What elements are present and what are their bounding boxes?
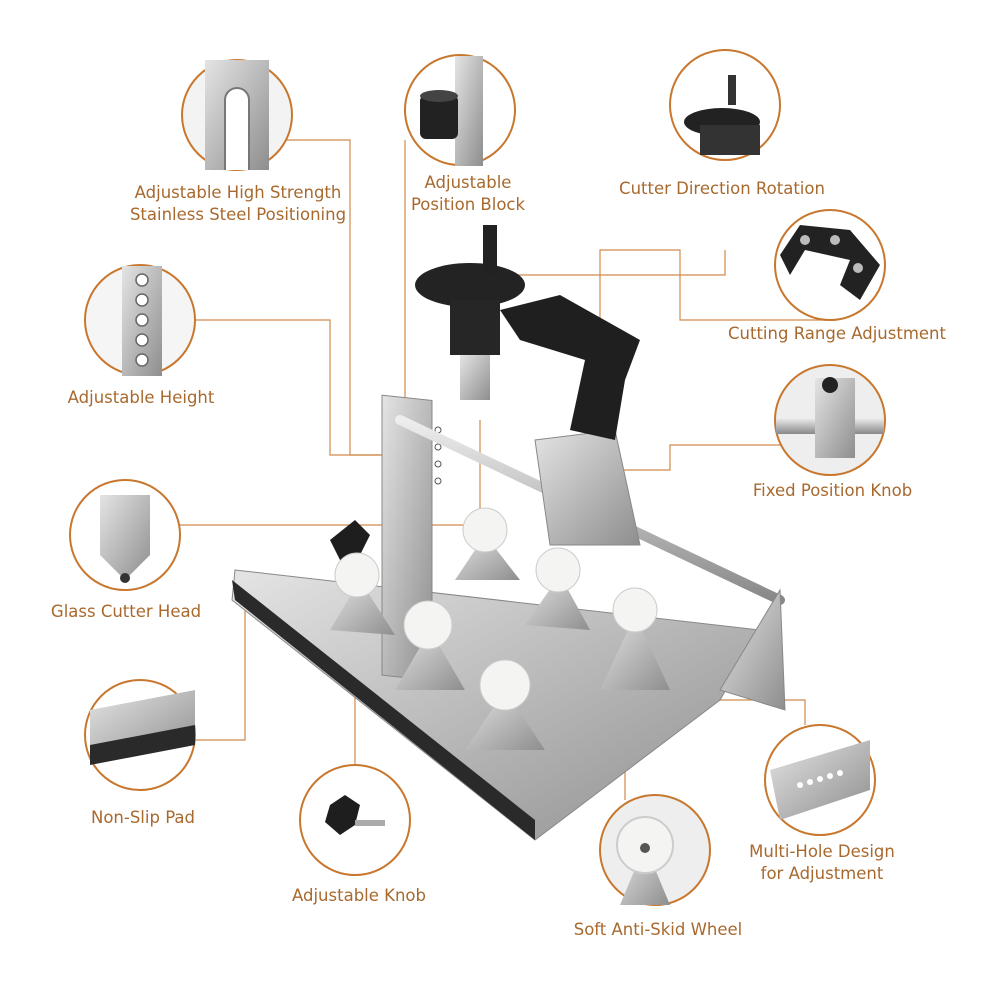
label-cutting-range: Cutting Range Adjustment [722, 323, 952, 345]
label-line: Soft Anti-Skid Wheel [573, 920, 743, 939]
label-fixed-knob: Fixed Position Knob [745, 480, 920, 502]
label-line: Adjustable High Strength [134, 183, 342, 202]
detail-position-block [404, 54, 516, 166]
label-line: Position Block [410, 195, 526, 214]
cutter-arm [500, 295, 640, 440]
detail-adjustable-height [84, 264, 196, 376]
label-position-block: Adjustable Position Block [395, 172, 541, 216]
detail-cutter-rotation [669, 49, 781, 161]
label-multi-hole: Multi-Hole Design for Adjustment [740, 841, 904, 885]
label-line: Multi-Hole Design [749, 842, 895, 861]
glass-cutter-machine [231, 225, 786, 841]
label-line: Adjustable Height [67, 388, 215, 407]
label-line: Stainless Steel Positioning [129, 205, 347, 224]
detail-non-slip-pad [84, 679, 196, 791]
label-line: Adjustable [424, 173, 512, 192]
label-line: Glass Cutter Head [50, 602, 202, 621]
label-adjustable-knob: Adjustable Knob [285, 885, 433, 907]
detail-fixed-knob [774, 364, 886, 476]
label-steel-positioning: Adjustable High Strength Stainless Steel… [120, 182, 356, 226]
label-cutter-rotation: Cutter Direction Rotation [612, 178, 832, 200]
non-slip-edge [232, 580, 535, 840]
label-line: Cutter Direction Rotation [619, 179, 825, 198]
label-soft-wheel: Soft Anti-Skid Wheel [566, 919, 750, 941]
slider-bracket [534, 429, 641, 546]
label-non-slip-pad: Non-Slip Pad [84, 807, 202, 829]
detail-adjustable-knob [299, 764, 411, 876]
detail-cutting-range [774, 209, 886, 321]
rotation-wheel [415, 263, 525, 307]
label-line: Non-Slip Pad [90, 808, 195, 827]
label-line: Adjustable Knob [292, 886, 426, 905]
leader-lines [180, 139, 830, 800]
detail-multi-hole [764, 724, 876, 836]
detail-circles [69, 49, 886, 906]
detail-steel-positioning [181, 59, 293, 171]
label-glass-cutter-head: Glass Cutter Head [48, 601, 204, 623]
label-line: Cutting Range Adjustment [728, 324, 946, 343]
label-line: for Adjustment [760, 864, 884, 883]
label-adjustable-height: Adjustable Height [60, 387, 222, 409]
detail-glass-cutter-head [69, 479, 181, 591]
detail-soft-wheel [599, 794, 711, 906]
wheels [330, 507, 670, 750]
end-bracket [719, 588, 786, 711]
label-line: Fixed Position Knob [752, 481, 913, 500]
